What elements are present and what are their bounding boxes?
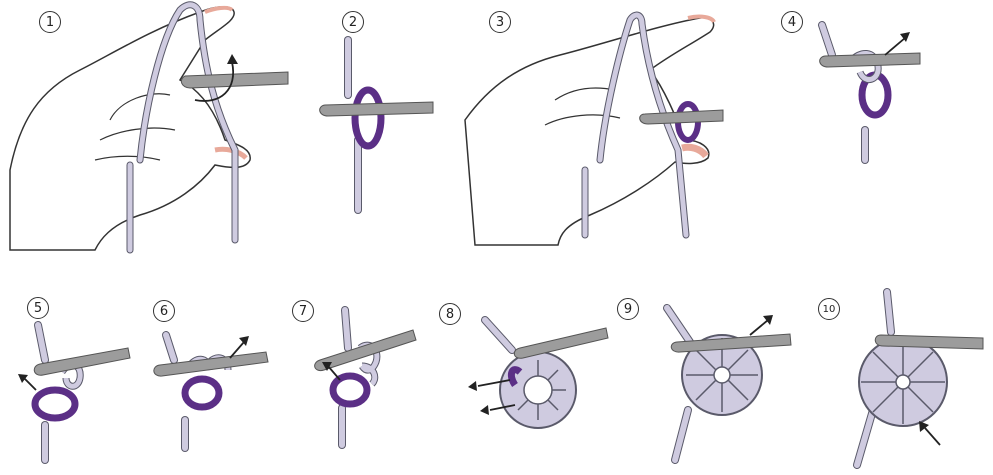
arrow-icon — [749, 315, 773, 336]
step-8: 8 — [420, 280, 620, 475]
yarn-loop-icon — [31, 321, 84, 464]
hook-icon — [670, 333, 792, 353]
hook-icon — [33, 347, 131, 376]
hook-icon — [319, 101, 434, 117]
arrow-icon — [468, 379, 516, 415]
hook-icon — [153, 351, 269, 377]
hook-icon — [639, 109, 724, 125]
hand-icon — [9, 1, 251, 254]
hook-icon — [819, 52, 921, 68]
stitch-ring-icon — [481, 316, 577, 429]
yarn-loop-icon — [344, 36, 385, 214]
step-6: 6 — [140, 280, 280, 475]
step-2: 2 — [300, 0, 450, 260]
hook-icon — [874, 334, 984, 350]
arrow-icon — [919, 421, 941, 446]
step-3: 3 — [450, 0, 760, 260]
step-4: 4 — [760, 0, 993, 260]
hook-icon — [314, 329, 417, 372]
arrow-icon — [884, 32, 910, 56]
step-10: 10 — [795, 280, 993, 475]
step-number-3: 3 — [489, 11, 511, 33]
arrow-icon — [194, 54, 238, 102]
stitch-ring-icon — [663, 304, 763, 464]
hook-icon — [180, 71, 289, 89]
step-number-5: 5 — [27, 297, 49, 319]
step-1: 1 — [0, 0, 300, 260]
step-number-4: 4 — [781, 11, 803, 33]
arrow-icon — [18, 374, 37, 391]
hook-icon — [513, 327, 609, 359]
arrow-icon — [322, 362, 341, 381]
step-number-6: 6 — [153, 300, 175, 322]
step-9: 9 — [610, 280, 795, 475]
hand-icon — [464, 11, 716, 246]
stitch-ring-icon — [853, 288, 948, 469]
step-number-8: 8 — [439, 303, 461, 325]
step-number-10: 10 — [818, 298, 840, 320]
step-number-7: 7 — [292, 300, 314, 322]
step-5: 5 — [0, 280, 140, 475]
step-7: 7 — [280, 280, 420, 475]
arrow-icon — [229, 336, 249, 359]
step-number-1: 1 — [39, 11, 61, 33]
step-number-2: 2 — [342, 11, 364, 33]
step-number-9: 9 — [617, 298, 639, 320]
